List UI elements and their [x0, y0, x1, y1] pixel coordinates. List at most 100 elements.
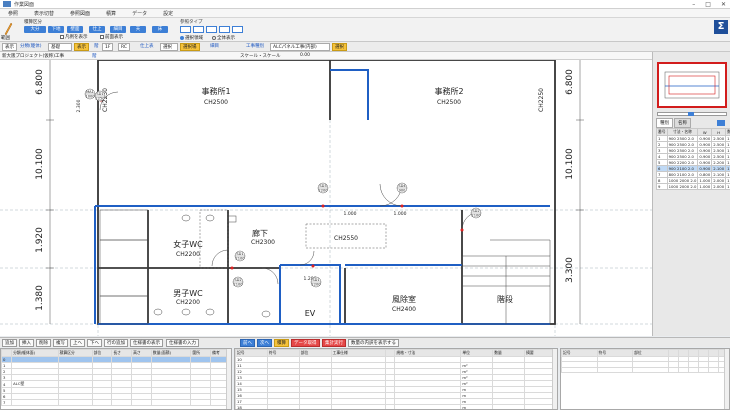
- tag-code: SD1: [96, 92, 103, 96]
- radio-option[interactable]: 全体表示: [212, 35, 235, 41]
- table-row[interactable]: [561, 355, 729, 363]
- toolbar-button[interactable]: 削除: [36, 339, 51, 347]
- nav-button[interactable]: 前へ: [240, 339, 255, 347]
- vertical-ceiling-label: CH2250: [102, 88, 109, 112]
- filter-label: 細目: [210, 44, 219, 49]
- toolbar-button[interactable]: 下へ: [87, 339, 102, 347]
- room-name: 女子WC: [173, 239, 203, 249]
- poly-tool-icon[interactable]: [232, 26, 243, 33]
- minimize-icon[interactable]: –: [692, 1, 696, 8]
- drawing-canvas[interactable]: 事務所1 事務所2 廊下 女子WC 男子WC EV 風除室 階段 CH2500 …: [0, 60, 652, 336]
- table-row[interactable]: 0: [1, 356, 231, 363]
- toolbar-button[interactable]: 上へ: [70, 339, 85, 347]
- dimension-text: 1.000: [344, 211, 357, 217]
- line-tool-icon[interactable]: [180, 26, 191, 33]
- app-logo-icon: Σ: [714, 20, 728, 34]
- grid-right[interactable]: 記号符号部位: [560, 348, 730, 410]
- menu-item[interactable]: データ: [132, 11, 148, 17]
- radio-option[interactable]: 選択領域: [180, 35, 203, 41]
- ribbon-button[interactable]: 大分: [24, 26, 46, 33]
- panel-action-icon[interactable]: [717, 120, 725, 126]
- ribbon-button[interactable]: 壁面: [67, 26, 83, 33]
- table-row[interactable]: [561, 366, 729, 374]
- select-button[interactable]: 表示: [74, 43, 89, 51]
- menu-item[interactable]: 表示切替: [34, 11, 55, 17]
- arc-tool-icon[interactable]: [206, 26, 217, 33]
- toolbar-button[interactable]: 行の追加: [104, 339, 128, 347]
- floor-plan[interactable]: 事務所1 事務所2 廊下 女子WC 男子WC EV 風除室 階段 CH2500 …: [0, 60, 652, 336]
- dimension-text: 10.100: [35, 148, 45, 180]
- dimension-text: 1.920: [35, 227, 45, 253]
- zoom-slider[interactable]: [657, 112, 727, 116]
- toolbar-button[interactable]: 数量の内訳を表示する: [348, 339, 399, 347]
- select-button[interactable]: 選択場: [180, 43, 200, 51]
- ceiling-height: CH2200: [176, 251, 200, 258]
- tag-size: 2100: [233, 283, 243, 287]
- room-name: 男子WC: [173, 289, 203, 298]
- group-label: 参照タイプ: [180, 20, 203, 25]
- tag-size: 2100: [235, 257, 245, 261]
- toolbar-button[interactable]: 仕様書の入力: [166, 339, 199, 347]
- circle-tool-icon[interactable]: [219, 26, 230, 33]
- filter-label: 工事種別: [246, 44, 264, 49]
- scrollbar[interactable]: [552, 349, 557, 409]
- tab[interactable]: 種別: [656, 118, 673, 128]
- maximize-icon[interactable]: □: [705, 1, 711, 8]
- ribbon: 範囲 積算区分 参照タイプ 大分 下地 壁面 仕上 細目 天 床 凡例を表示 前…: [0, 18, 730, 42]
- ribbon-button[interactable]: 仕上: [89, 26, 105, 33]
- tab[interactable]: 名称: [674, 118, 691, 128]
- tag-size: 2200: [318, 189, 328, 193]
- filter-field[interactable]: 選択: [160, 43, 178, 51]
- filter-field[interactable]: ALCパネル工事(内部): [270, 43, 330, 51]
- filter-field[interactable]: 1F: [102, 43, 114, 51]
- menu-item[interactable]: 設定: [163, 11, 174, 17]
- checkbox[interactable]: 凡例を表示: [60, 34, 88, 40]
- menu-bar: 参照 表示切替 参照図面 積算 データ 設定: [0, 9, 730, 18]
- ceiling-height: CH2300: [251, 239, 275, 246]
- pencil-icon[interactable]: [3, 20, 13, 36]
- calc-button[interactable]: 積算: [274, 339, 289, 347]
- toolbar-button[interactable]: 追加: [2, 339, 17, 347]
- tag-size: 2200: [311, 283, 321, 287]
- filter-field[interactable]: 基礎: [48, 43, 72, 51]
- tag-code: SD3: [319, 184, 326, 188]
- filter-field[interactable]: RC: [118, 43, 131, 51]
- minimap[interactable]: [657, 62, 727, 108]
- action-button[interactable]: 集計実行: [322, 339, 346, 347]
- app-icon: [3, 1, 11, 7]
- scrollbar[interactable]: [226, 349, 231, 409]
- toolbar-button[interactable]: 挿入: [19, 339, 34, 347]
- select-button[interactable]: 選択: [332, 43, 347, 51]
- nav-button[interactable]: 次へ: [257, 339, 272, 347]
- menu-item[interactable]: 参照: [8, 11, 19, 17]
- scrollbar[interactable]: [724, 349, 729, 409]
- close-icon[interactable]: ✕: [720, 1, 726, 8]
- rect-tool-icon[interactable]: [193, 26, 204, 33]
- ribbon-button[interactable]: 天: [130, 26, 146, 33]
- filter-field[interactable]: 表示: [2, 43, 17, 51]
- ribbon-button[interactable]: 細目: [110, 26, 126, 33]
- toolbar-button[interactable]: 仕様書の表示: [130, 339, 163, 347]
- room-name: EV: [305, 309, 316, 318]
- menu-item[interactable]: 参照図面: [70, 11, 91, 17]
- room-name: 風除室: [392, 294, 416, 304]
- checkbox[interactable]: 前面表示: [100, 34, 123, 40]
- ribbon-button[interactable]: 下地: [48, 26, 64, 33]
- tag-size: 1000: [85, 95, 95, 99]
- action-button[interactable]: データ取得: [291, 339, 320, 347]
- ribbon-button[interactable]: 床: [152, 26, 168, 33]
- toolbar-button[interactable]: 複写: [53, 339, 68, 347]
- menu-item[interactable]: 積算: [106, 11, 117, 17]
- table-row[interactable]: 7: [1, 399, 231, 406]
- ceiling-height: CH2400: [392, 306, 416, 313]
